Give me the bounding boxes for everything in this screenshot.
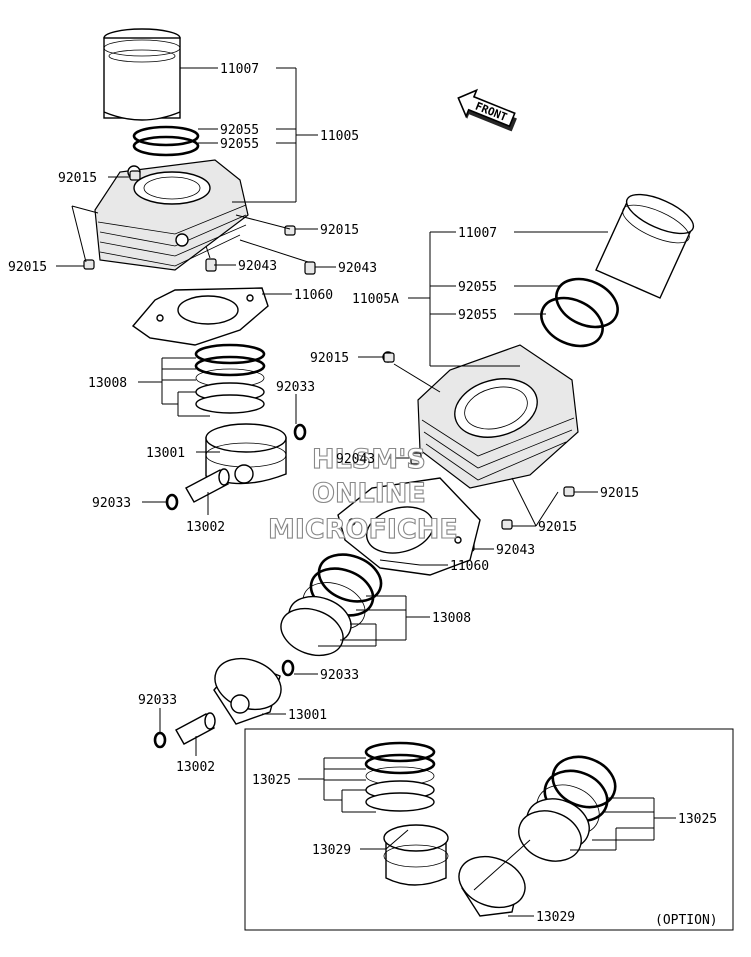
part-label-13001: 13001 <box>288 708 327 723</box>
part-label-13002: 13002 <box>176 760 215 775</box>
left-head-gasket <box>131 287 269 346</box>
part-labels: 11007 92055 92055 11005 92015 92015 9201… <box>8 62 718 928</box>
part-label-92055: 92055 <box>458 308 497 323</box>
part-label-92015: 92015 <box>320 223 359 238</box>
part-label-11005: 11005 <box>320 129 359 144</box>
option-right-piston <box>458 855 526 917</box>
part-label-13025: 13025 <box>252 773 291 788</box>
right-cylinder-o-rings <box>540 277 619 348</box>
right-cylinder-sleeve <box>595 193 695 299</box>
option-box <box>244 728 734 931</box>
right-piston-rings <box>280 553 383 657</box>
part-label-13025: 13025 <box>678 812 717 827</box>
part-label-92015: 92015 <box>58 171 97 186</box>
right-piston <box>213 657 282 725</box>
left-circlips <box>165 423 307 511</box>
left-piston-pin <box>185 468 230 503</box>
left-cylinder-o-rings <box>132 125 200 157</box>
part-label-13001: 13001 <box>146 446 185 461</box>
watermark: HLSM'S ONLINE MICROFICHE <box>267 443 458 545</box>
left-bolt-parts <box>83 170 316 275</box>
part-label-92055: 92055 <box>458 280 497 295</box>
right-circlips <box>153 659 295 749</box>
right-piston-pin <box>175 712 216 745</box>
leader-lines <box>56 67 676 917</box>
part-label-92043: 92043 <box>338 261 377 276</box>
part-label-92033: 92033 <box>320 668 359 683</box>
part-label-13008: 13008 <box>88 376 127 391</box>
part-label-11005A: 11005A <box>352 292 399 307</box>
part-label-92043: 92043 <box>238 259 277 274</box>
part-label-11007: 11007 <box>458 226 497 241</box>
part-label-92015: 92015 <box>538 520 577 535</box>
part-label-92043: 92043 <box>496 543 535 558</box>
part-label-92015: 92015 <box>600 486 639 501</box>
right-cylinder-block <box>382 344 579 489</box>
part-label-92033: 92033 <box>92 496 131 511</box>
part-label-92033: 92033 <box>276 380 315 395</box>
part-label-13029: 13029 <box>536 910 575 925</box>
part-label-92015: 92015 <box>310 351 349 366</box>
option-label: (OPTION) <box>655 913 718 928</box>
part-label-11060: 11060 <box>294 288 333 303</box>
option-right-rings <box>518 755 617 862</box>
watermark-line-2: ONLINE <box>312 478 426 509</box>
part-label-13008: 13008 <box>432 611 471 626</box>
part-label-92043: 92043 <box>336 452 375 467</box>
front-arrow-icon: FRONT <box>457 88 517 132</box>
part-label-92055: 92055 <box>220 123 259 138</box>
part-label-92055: 92055 <box>220 137 259 152</box>
watermark-line-1: HLSM'S <box>312 444 426 475</box>
part-label-92015: 92015 <box>8 260 47 275</box>
part-label-11060: 11060 <box>450 559 489 574</box>
option-left-piston <box>383 824 449 886</box>
watermark-line-3: MICROFICHE <box>268 514 458 545</box>
left-cylinder-block <box>94 159 249 271</box>
part-label-13002: 13002 <box>186 520 225 535</box>
option-left-rings <box>364 741 436 812</box>
left-piston-rings <box>194 343 266 414</box>
part-label-11007: 11007 <box>220 62 259 77</box>
part-label-92033: 92033 <box>138 693 177 708</box>
right-head-gasket <box>337 477 481 576</box>
left-cylinder-sleeve <box>103 28 181 121</box>
part-label-13029: 13029 <box>312 843 351 858</box>
